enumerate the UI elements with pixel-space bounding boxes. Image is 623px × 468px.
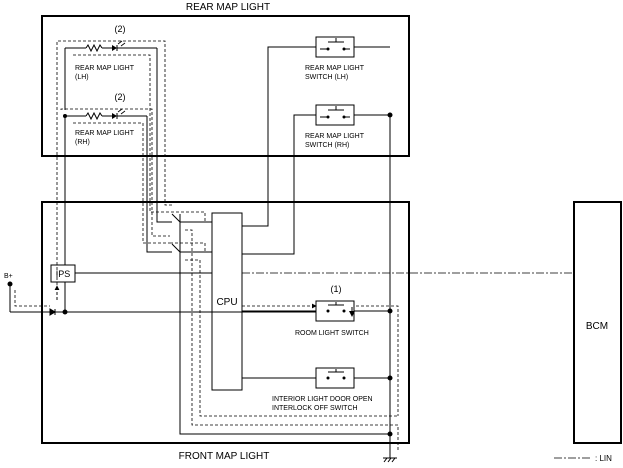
legend-lin-label: : LIN [595,454,612,463]
resistor-icon [85,111,103,121]
current-path-drivers [170,211,399,452]
switch-rh-label-1: REAR MAP LIGHT [305,133,365,140]
front-map-light-block [41,201,410,444]
room-switch-wiring [242,308,393,314]
driver-rh [171,243,212,260]
bcm-block [573,201,622,444]
lamp-lh-callout: (2) [115,24,126,34]
cpu-box [211,212,243,391]
switch-lh-label-2: SWITCH (LH) [305,74,348,81]
interior-light-door-switch [315,367,355,389]
rear-map-light-switch-rh [315,104,355,126]
door-switch-label-1: INTERIOR LIGHT DOOR OPEN [272,396,373,403]
lamp-rh-label-1: REAR MAP LIGHT [75,130,135,137]
switch-wiring [242,46,393,458]
lamp-lh-label-2: (LH) [75,74,89,81]
lamp-rh-callout: (2) [115,92,126,102]
lamp-rh-label-2: (RH) [75,139,90,146]
switch-lh-label-1: REAR MAP LIGHT [305,65,365,72]
lamp-lh-wire [156,48,172,223]
led-icon [112,113,117,119]
room-switch-callout: (1) [331,284,342,294]
switch-rh-label-2: SWITCH (RH) [305,142,349,149]
door-switch-wiring [242,375,393,437]
room-switch-label: ROOM LIGHT SWITCH [295,330,369,337]
rear-map-light-switch-lh [315,36,355,58]
led-icon [112,45,117,51]
cpu-label: CPU [216,297,237,308]
rear-map-light-block [41,15,410,157]
ground-bus [179,230,390,435]
rear-map-light-title: REAR MAP LIGHT [186,2,270,13]
door-switch-label-2: INTERLOCK OFF SWITCH [272,405,358,412]
room-light-switch [315,300,355,322]
front-map-light-title: FRONT MAP LIGHT [179,451,270,462]
lamp-rh-wire [146,116,172,253]
rear-map-light-rh [63,108,147,121]
rear-map-light-lh [64,40,157,110]
current-path-power [14,285,60,307]
lamp-lh-label-1: REAR MAP LIGHT [75,65,135,72]
driver-lh [171,213,212,230]
battery-label: B+ [4,273,13,280]
current-path-rear [56,40,176,300]
resistor-icon [85,43,103,53]
ips-label: IPS [56,269,71,279]
bcm-label: BCM [586,321,608,332]
power-wiring [7,116,316,316]
current-path-room [242,303,399,416]
ground-icon [383,457,397,463]
